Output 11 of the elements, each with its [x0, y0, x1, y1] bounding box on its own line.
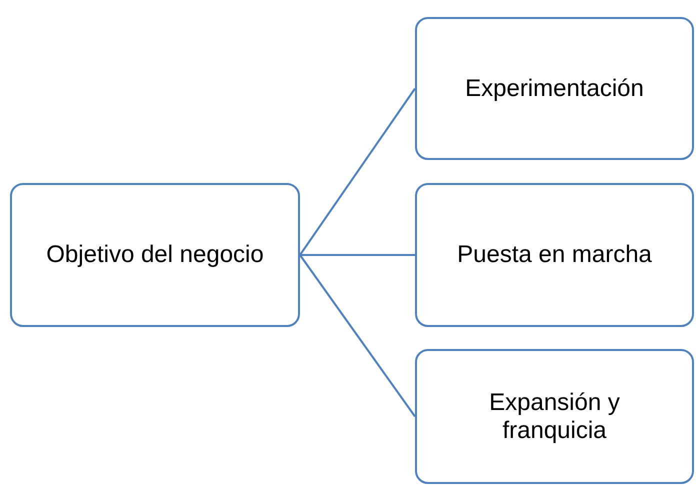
process-box: [415, 183, 694, 327]
process-box: [415, 17, 694, 160]
process-box: [10, 183, 300, 327]
connector-line: [299, 88, 416, 256]
process-box: [415, 349, 694, 484]
node-label: Expansión y franquicia: [488, 388, 621, 444]
connector-line: [299, 254, 416, 418]
node-label: Puesta en marcha: [457, 241, 652, 269]
node-label: Objetivo del negocio: [46, 241, 264, 269]
connector-line: [300, 254, 415, 256]
node-label: Experimentación: [465, 74, 644, 102]
